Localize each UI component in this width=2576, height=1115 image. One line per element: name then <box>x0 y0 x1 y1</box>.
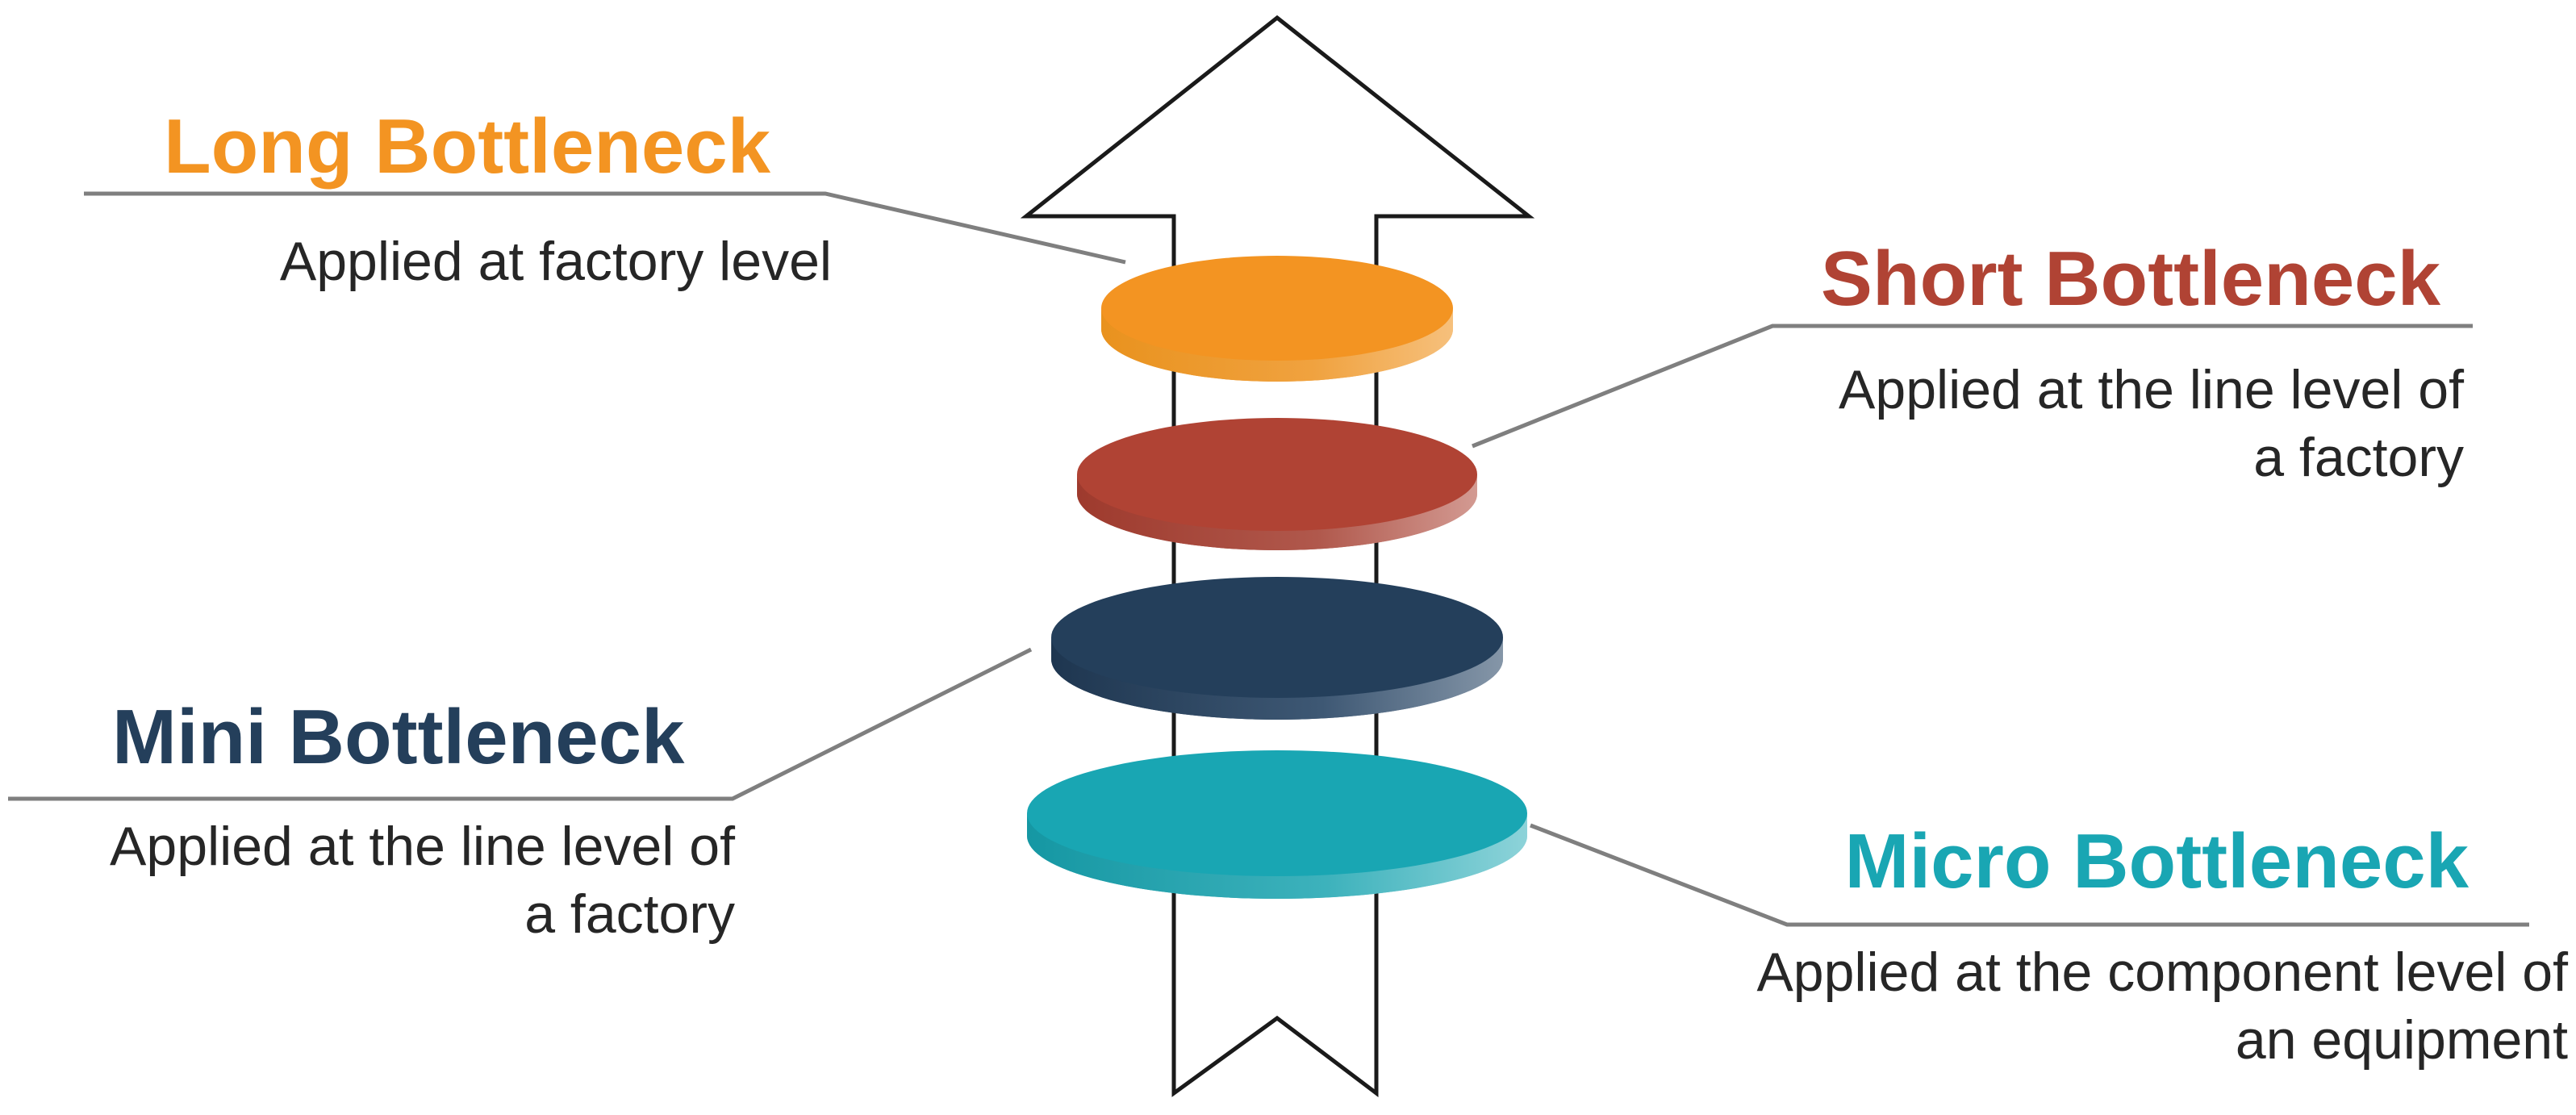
disc-micro <box>1027 750 1527 899</box>
connector-mini <box>8 647 1033 801</box>
connector-lines <box>8 191 2529 927</box>
disc-short <box>1077 418 1477 550</box>
level-description-micro: Applied at the component level of an equ… <box>1756 938 2568 1074</box>
connector-long <box>84 191 1126 265</box>
level-description-short-line-1: Applied at the line level of <box>1839 359 2464 420</box>
level-title-short: Short Bottleneck <box>1820 236 2440 322</box>
level-description-micro-line-1: Applied at the component level of <box>1756 942 2568 1003</box>
level-title-micro: Micro Bottleneck <box>1844 818 2469 904</box>
level-title-long: Long Bottleneck <box>164 103 771 190</box>
level-description-mini-line-1: Applied at the line level of <box>110 816 735 877</box>
up-arrow-shape <box>1020 15 1535 1098</box>
level-description-short-line-2: a factory <box>2253 427 2464 488</box>
level-description-long-line-1: Applied at factory level <box>279 231 832 292</box>
level-description-short: Applied at the line level of a factory <box>1839 356 2464 491</box>
connector-micro <box>1530 823 2529 927</box>
disc-long <box>1101 256 1453 382</box>
disc-mini <box>1051 577 1503 720</box>
level-description-mini: Applied at the line level of a factory <box>110 812 735 948</box>
level-description-mini-line-2: a factory <box>524 883 735 945</box>
level-title-mini: Mini Bottleneck <box>112 694 685 780</box>
connector-short <box>1472 324 2473 449</box>
level-description-long: Applied at factory level <box>280 228 832 295</box>
level-description-micro-line-2: an equipment <box>2235 1009 2568 1071</box>
